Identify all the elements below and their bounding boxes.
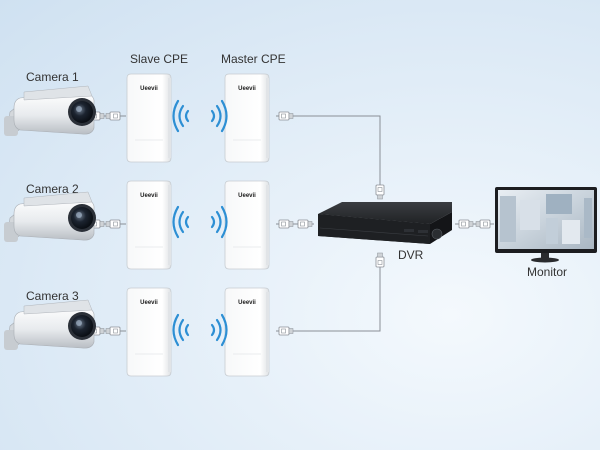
master-cpe-1-icon (224, 73, 270, 163)
camera-3-label: Camera 3 (26, 289, 79, 303)
slave-cpe-label: Slave CPE (130, 52, 189, 66)
camera-1-icon (3, 85, 97, 137)
dvr-icon (318, 202, 452, 244)
slave-cpe-1-icon (126, 73, 172, 163)
slave-cpe-2-icon (126, 180, 172, 270)
camera-2-label: Camera 2 (26, 182, 79, 196)
camera-1-label: Camera 1 (26, 70, 79, 84)
camera-3-icon (3, 299, 97, 351)
monitor-label: Monitor (527, 265, 568, 279)
dvr-label: DVR (398, 248, 424, 262)
camera-2-icon (3, 191, 97, 243)
wifi-signal-icon (172, 313, 228, 347)
master-cpe-label: Master CPE (221, 52, 286, 66)
master-cpe-3-icon (224, 287, 270, 377)
wifi-signal-icon (172, 205, 228, 239)
wifi-signal-icon (172, 99, 228, 133)
slave-cpe-3-icon (126, 287, 172, 377)
monitor-icon (495, 187, 597, 263)
master-cpe-2-icon (224, 180, 270, 270)
